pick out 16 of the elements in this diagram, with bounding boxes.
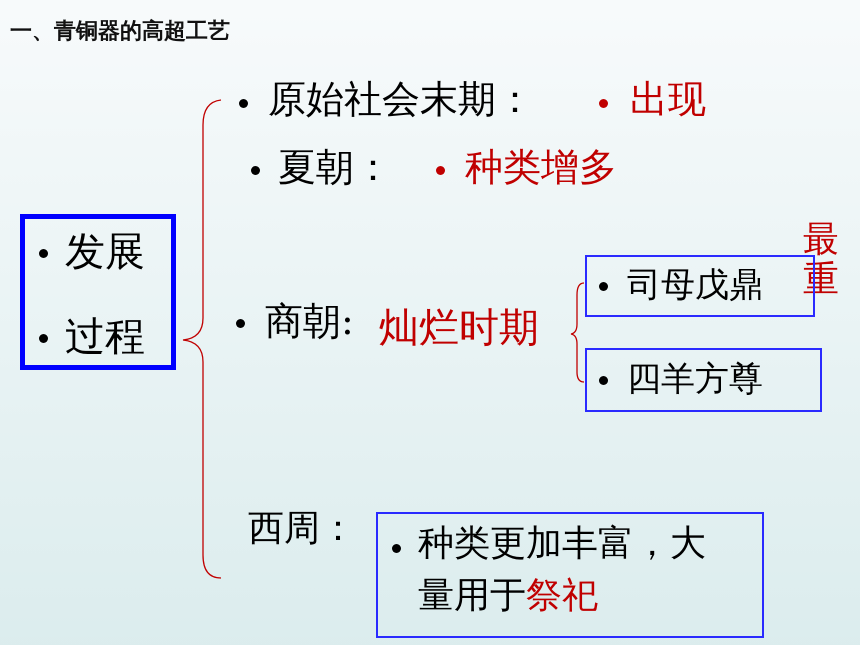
- label-text: 原始社会末期：: [268, 78, 534, 122]
- outlined-box: [376, 512, 764, 638]
- title: 一、青铜器的高超工艺: [10, 18, 230, 46]
- label-text: 商朝:: [265, 300, 354, 344]
- node-text: 种类更加丰富，大量用于祭祀: [418, 522, 707, 618]
- label-text: 西周：: [248, 508, 356, 550]
- node-text: 司母戊鼎: [627, 266, 763, 306]
- label-text: 夏朝：: [278, 146, 392, 190]
- label-text: 出现: [630, 78, 706, 122]
- node-text: 四羊方尊: [627, 360, 763, 400]
- outlined-box: [585, 348, 822, 412]
- label-text: 灿烂时期: [379, 305, 539, 351]
- node-text: 发展: [65, 229, 145, 275]
- outlined-box: [20, 214, 176, 370]
- label-text: 种类增多: [465, 146, 617, 190]
- node-text: 过程: [65, 314, 145, 360]
